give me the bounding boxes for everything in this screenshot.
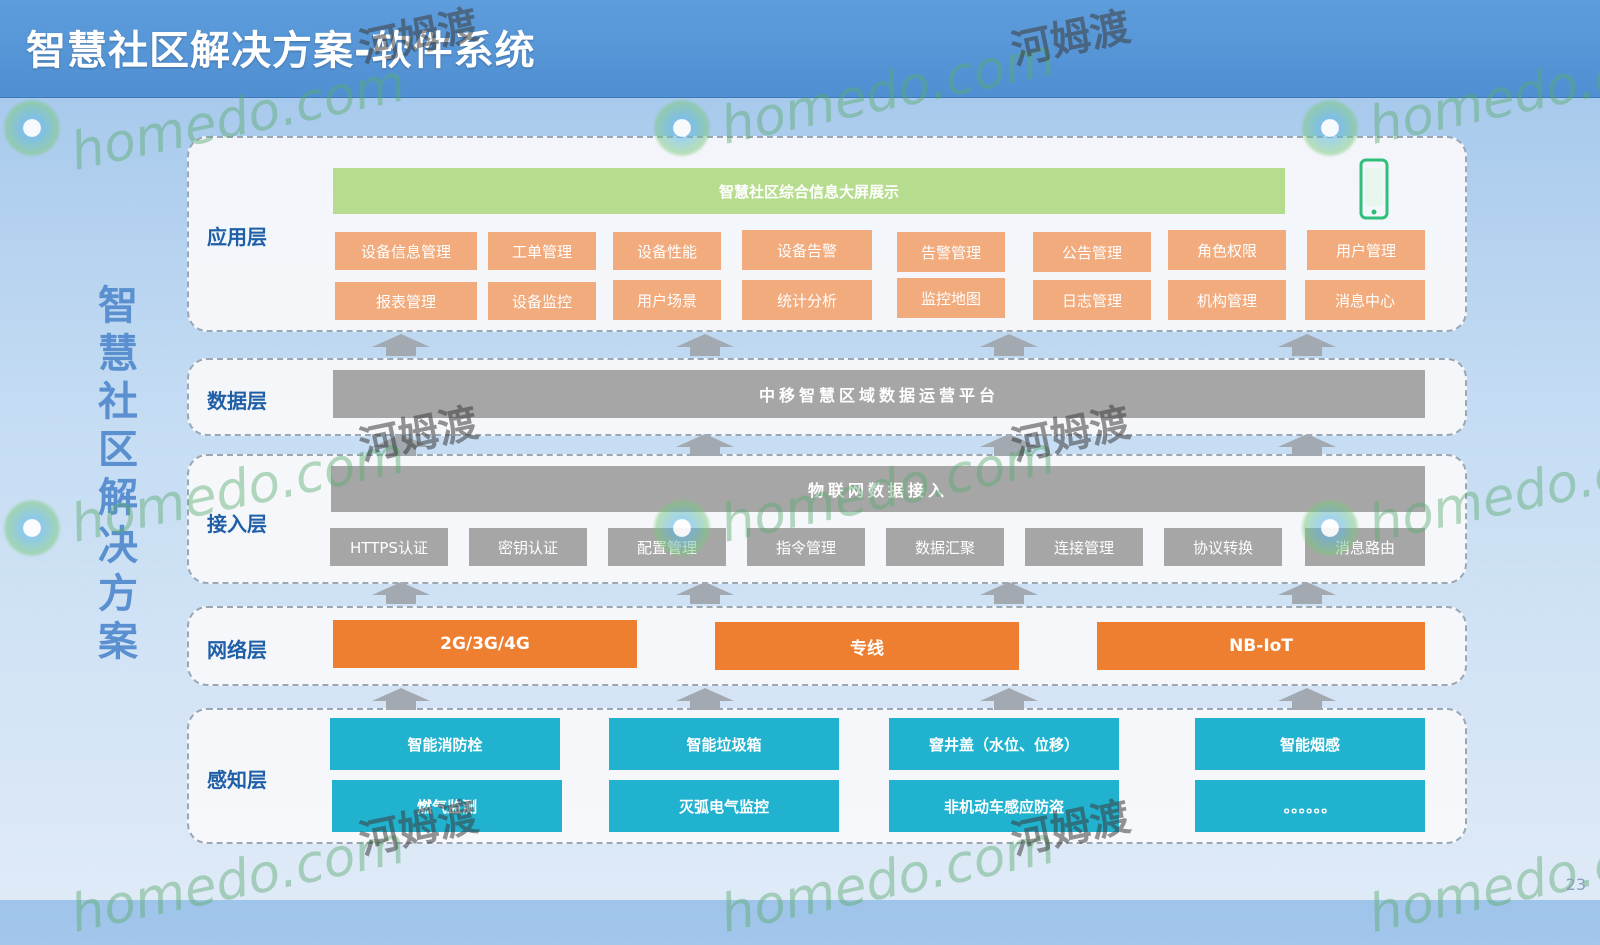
application-layer: 应用层 智慧社区综合信息大屏展示 设备信息管理 工单管理 设备性能 设备告警 告… (187, 136, 1467, 332)
app-module: 设备告警 (742, 230, 872, 270)
side-title-char: 决 (98, 523, 138, 569)
app-module: 日志管理 (1033, 280, 1151, 320)
page-number: 23 (1565, 875, 1586, 894)
sensor-device: 智能烟感 (1195, 718, 1425, 770)
network-layer: 网络层 2G/3G/4G 专线 NB-IoT (187, 606, 1467, 686)
access-module: 密钥认证 (469, 528, 587, 566)
up-arrow-icon (676, 434, 734, 456)
app-module: 设备性能 (613, 232, 721, 270)
sensing-layer-label: 感知层 (207, 768, 267, 792)
app-module: 告警管理 (897, 232, 1005, 272)
app-module: 用户管理 (1307, 230, 1425, 270)
up-arrow-icon (1278, 434, 1336, 456)
side-title-char: 慧 (98, 331, 138, 377)
sensor-device: 窨井盖（水位、位移） (889, 718, 1119, 770)
app-module: 角色权限 (1168, 230, 1286, 270)
up-arrow-icon (676, 334, 734, 356)
app-module: 统计分析 (742, 280, 872, 320)
side-title-char: 案 (98, 619, 138, 665)
access-module: 指令管理 (747, 528, 865, 566)
app-module: 消息中心 (1305, 280, 1425, 320)
up-arrow-icon (980, 688, 1038, 710)
network-module: 2G/3G/4G (333, 620, 637, 668)
side-title-char: 智 (98, 283, 138, 329)
data-layer: 数据层 中移智慧区域数据运营平台 (187, 358, 1467, 436)
app-module: 设备监控 (488, 282, 596, 320)
data-layer-label: 数据层 (207, 389, 267, 413)
data-platform-banner: 中移智慧区域数据运营平台 (333, 370, 1425, 418)
iot-access-banner: 物联网数据接入 (331, 466, 1425, 512)
dashboard-banner: 智慧社区综合信息大屏展示 (333, 168, 1285, 214)
side-title-char: 方 (98, 571, 138, 617)
sensor-device: 。。。。。。 (1195, 780, 1425, 832)
up-arrow-icon (980, 582, 1038, 604)
watermark-logo-icon (2, 98, 62, 158)
side-title-char: 社 (98, 379, 138, 425)
app-module: 监控地图 (897, 278, 1005, 318)
watermark-logo-icon (2, 498, 62, 558)
app-module: 公告管理 (1033, 232, 1151, 272)
side-title-char: 解 (98, 475, 138, 521)
side-vertical-title: 智 慧 社 区 解 决 方 案 (94, 282, 142, 666)
sensor-device: 智能消防栓 (330, 718, 560, 770)
up-arrow-icon (1278, 334, 1336, 356)
app-module: 工单管理 (488, 232, 596, 270)
access-module: 连接管理 (1025, 528, 1143, 566)
mobile-phone-icon (1359, 158, 1389, 224)
app-module: 用户场景 (613, 280, 721, 320)
network-module: NB-IoT (1097, 622, 1425, 670)
up-arrow-icon (676, 582, 734, 604)
app-module: 设备信息管理 (335, 232, 477, 270)
up-arrow-icon (1278, 688, 1336, 710)
page-title: 智慧社区解决方案-软件系统 (26, 28, 536, 74)
up-arrow-icon (980, 434, 1038, 456)
sensing-layer: 感知层 智能消防栓 智能垃圾箱 窨井盖（水位、位移） 智能烟感 燃气监测 灭弧电… (187, 708, 1467, 844)
up-arrow-icon (1278, 582, 1336, 604)
access-module: HTTPS认证 (330, 528, 448, 566)
access-module: 配置管理 (608, 528, 726, 566)
side-title-char: 区 (98, 427, 138, 473)
sensor-device: 燃气监测 (332, 780, 562, 832)
app-module: 机构管理 (1168, 280, 1286, 320)
up-arrow-icon (980, 334, 1038, 356)
application-layer-label: 应用层 (207, 225, 267, 249)
header-bar: 智慧社区解决方案-软件系统 (0, 0, 1600, 98)
access-layer: 接入层 物联网数据接入 HTTPS认证 密钥认证 配置管理 指令管理 数据汇聚 … (187, 454, 1467, 584)
access-layer-label: 接入层 (207, 512, 267, 536)
access-module: 数据汇聚 (886, 528, 1004, 566)
up-arrow-icon (372, 334, 430, 356)
access-module: 消息路由 (1305, 528, 1425, 566)
network-module: 专线 (715, 622, 1019, 670)
network-layer-label: 网络层 (207, 638, 267, 662)
sensor-device: 非机动车感应防盗 (889, 780, 1119, 832)
sensor-device: 智能垃圾箱 (609, 718, 839, 770)
up-arrow-icon (372, 434, 430, 456)
up-arrow-icon (372, 688, 430, 710)
up-arrow-icon (676, 688, 734, 710)
access-module: 协议转换 (1164, 528, 1282, 566)
app-module: 报表管理 (335, 282, 477, 320)
up-arrow-icon (372, 582, 430, 604)
sensor-device: 灭弧电气监控 (609, 780, 839, 832)
